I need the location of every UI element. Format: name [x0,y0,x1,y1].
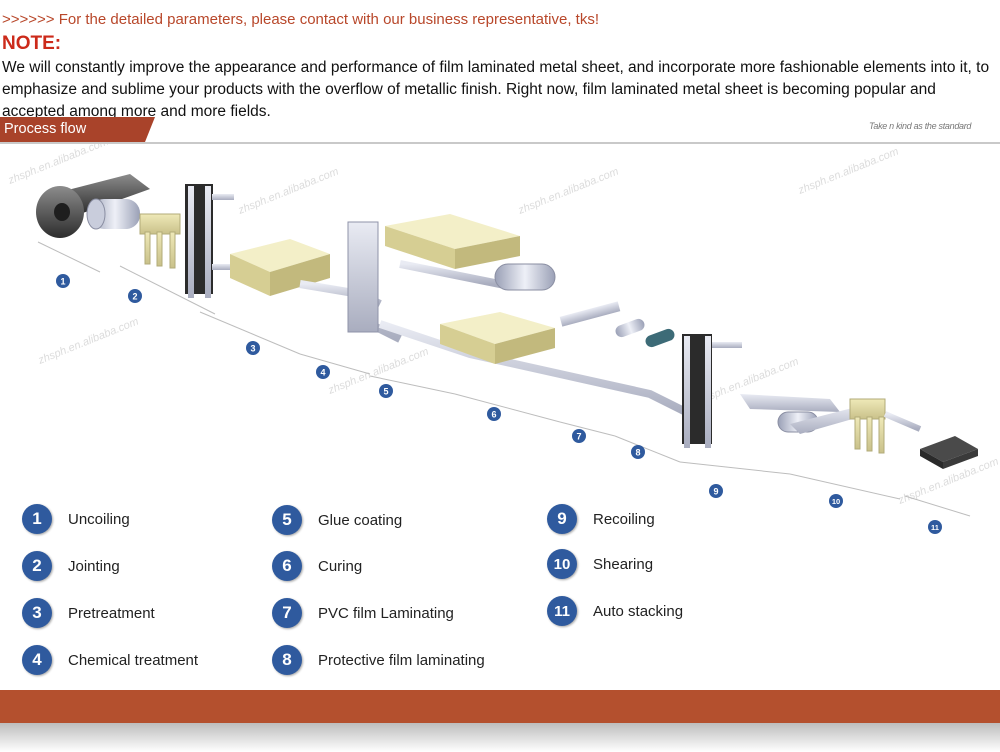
legend-item: 7 PVC film Laminating [272,598,454,628]
watermark-text: zhsph.en.alibaba.com [326,346,431,398]
legend-item: 4 Chemical treatment [22,645,198,675]
station-marker [631,445,645,459]
legend-item: 1 Uncoiling [22,504,130,534]
legend-badge: 7 [272,598,302,628]
shearing-stand [849,398,922,454]
legend-item: 10 Shearing [547,549,653,579]
station-markers: 1 2 3 4 5 6 7 8 9 10 11 [56,274,942,534]
legend-label: PVC film Laminating [318,604,454,622]
uncoiler [36,174,150,238]
jointing-stand [139,213,181,269]
legend-item: 8 Protective film laminating [272,645,485,675]
pretreatment-tank [230,239,330,296]
legend-badge: 10 [547,549,577,579]
watermark-text: zhsph.en.alibaba.com [36,316,141,368]
legend-label: Chemical treatment [68,651,199,669]
legend-item: 3 Pretreatment [22,598,155,628]
footer-bar [0,690,1000,723]
legend-badge: 8 [272,645,302,675]
note-body: We will constantly improve the appearanc… [2,59,990,120]
watermark-text: zhsph.en.alibaba.com [236,166,341,218]
legend-badge: 2 [22,551,52,581]
legend-label: Auto stacking [593,602,684,620]
station-number: 9 [713,487,718,497]
watermark-text: zhsph.en.alibaba.com [796,146,901,198]
legend-badge: 5 [272,505,302,535]
contact-notice: >>>>>> For the detailed parameters, plea… [2,11,600,28]
legend-badge: 6 [272,551,302,581]
note-title: NOTE: [2,33,62,54]
station-number: 11 [931,523,939,532]
legend-item: 6 Curing [272,551,362,581]
legend-badge: 11 [547,596,577,626]
legend-label: Pretreatment [68,604,155,622]
legend-item: 5 Glue coating [272,505,402,535]
station-number: 4 [320,368,325,378]
legend-label: Shearing [593,555,654,573]
station-marker [379,384,393,398]
section-tab-label: Process flow diagram [4,121,87,162]
curing-oven [440,263,556,364]
legend-label: Uncoiling [68,510,130,528]
legend-label: Jointing [68,557,120,575]
measure-lines [37,241,971,517]
station-number: 5 [383,387,388,397]
watermark-text: zhsph.en.alibaba.com [516,166,621,218]
standard-note: Take n kind as the standard [869,121,972,131]
station-marker [128,289,142,303]
station-number: 8 [635,448,640,458]
station-marker [316,365,330,379]
station-number: 10 [832,497,840,506]
station-number: 6 [491,410,496,420]
legend-item: 11 Auto stacking [547,596,683,626]
station-number: 7 [576,432,581,442]
station-marker [246,341,260,355]
section-tab: Process flow diagram [0,117,155,162]
station-marker [56,274,70,288]
accumulator-tower [185,184,234,298]
station-marker [829,494,843,508]
legend-badge: 3 [22,598,52,628]
legend-item: 9 Recoiling [547,504,655,534]
legend-label: Curing [318,557,363,575]
station-number: 2 [132,292,137,302]
station-marker [709,484,723,498]
section-divider [0,142,1000,144]
legend-badge: 4 [22,645,52,675]
station-number: 3 [250,344,255,354]
legend-label: Glue coating [318,511,403,529]
station-marker [487,407,501,421]
station-marker [928,520,942,534]
sheet-stack [920,436,978,469]
footer-shadow [0,723,1000,752]
legend-label: Recoiling [593,510,655,528]
glue-coating-unit [347,214,520,333]
laminating-rollers [559,301,675,348]
legend-badge: 1 [22,504,52,534]
process-line-diagram: zhsph.en.alibaba.com zhsph.en.alibaba.co… [6,144,1000,534]
legend-badge: 9 [547,504,577,534]
station-marker [572,429,586,443]
recoil-tower [682,334,742,448]
station-number: 1 [60,277,65,287]
legend-item: 2 Jointing [22,551,120,581]
watermark-text: zhsph.en.alibaba.com [6,144,111,187]
legend-label: Protective film laminating [318,651,485,669]
